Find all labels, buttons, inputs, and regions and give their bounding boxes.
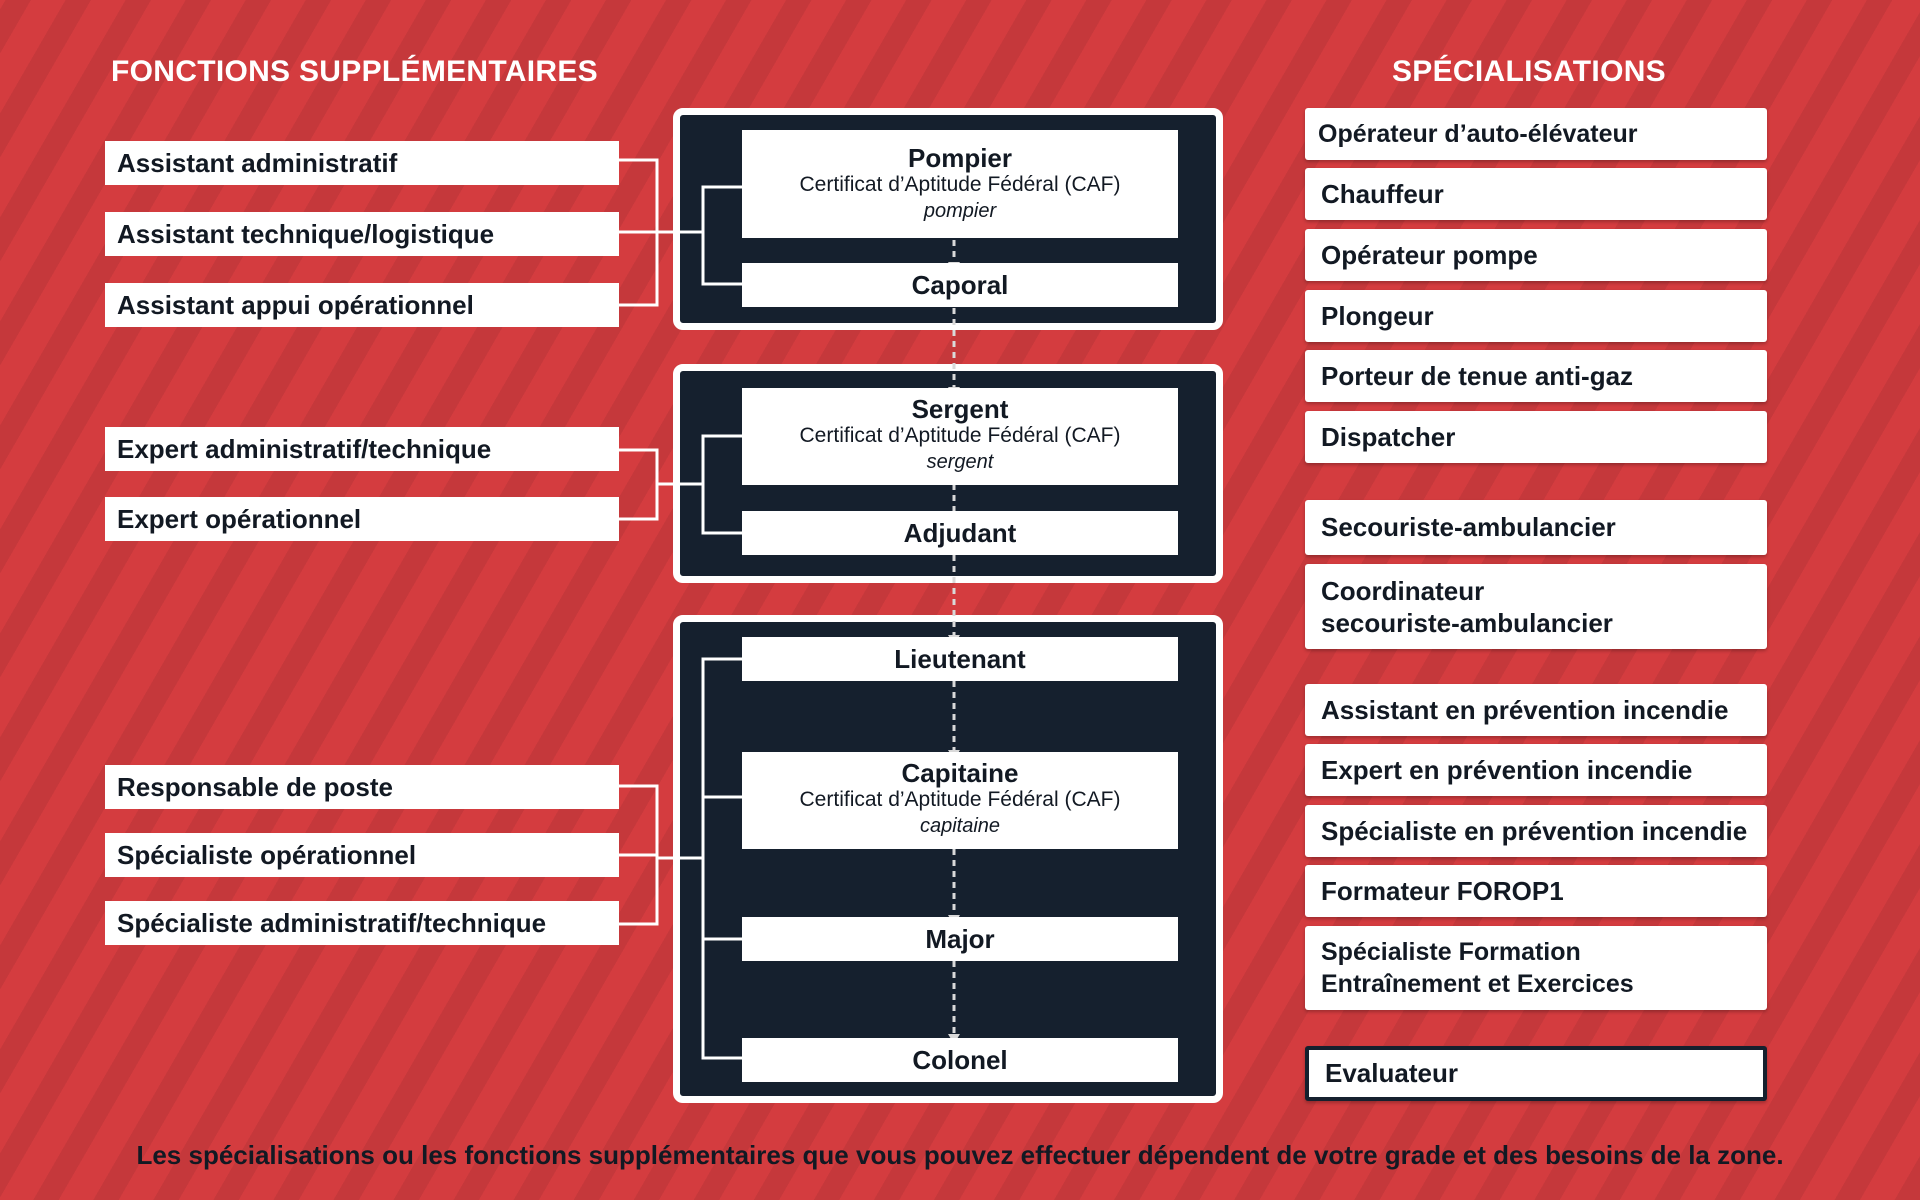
spec-coordinateur-secouriste-ambulancier: Coordinateur secouriste-ambulancier [1305,564,1767,649]
rank-pompier-title: Pompier [907,143,1013,173]
rank-capitaine-cert: Certificat d’Aptitude Fédéral (CAF) [799,788,1121,811]
spec-assistant-prevention-incendie: Assistant en prévention incendie [1305,684,1767,736]
rank-capitaine: Capitaine Certificat d’Aptitude Fédéral … [742,752,1178,849]
spec-operateur-pompe: Opérateur pompe [1305,229,1767,281]
spec-porteur-tenue-anti-gaz: Porteur de tenue anti-gaz [1305,350,1767,402]
spec-plongeur: Plongeur [1305,290,1767,342]
rank-sergent-cert: Certificat d’Aptitude Fédéral (CAF) [799,424,1121,447]
spec-secouriste-ambulancier: Secouriste-ambulancier [1305,500,1767,555]
function-assistant-administratif: Assistant administratif [105,141,619,185]
rank-capitaine-title: Capitaine [901,758,1019,788]
function-assistant-technique-logistique: Assistant technique/logistique [105,212,619,256]
spec-expert-prevention-incendie: Expert en prévention incendie [1305,744,1767,796]
rank-sergent-sub: sergent [926,451,994,473]
rank-pompier: Pompier Certificat d’Aptitude Fédéral (C… [742,130,1178,238]
rank-pompier-cert: Certificat d’Aptitude Fédéral (CAF) [799,173,1121,196]
function-expert-administratif-technique: Expert administratif/technique [105,427,619,471]
spec-specialiste-formation-entrainement-exercices: Spécialiste Formation Entraînement et Ex… [1305,926,1767,1010]
rank-adjudant: Adjudant [742,511,1178,555]
rank-major: Major [742,917,1178,961]
function-assistant-appui-operationnel: Assistant appui opérationnel [105,283,619,327]
rank-caporal: Caporal [742,263,1178,307]
rank-capitaine-sub: capitaine [919,815,1001,837]
rank-pompier-sub: pompier [923,200,997,222]
spec-formateur-forop1: Formateur FOROP1 [1305,865,1767,917]
spec-chauffeur: Chauffeur [1305,168,1767,220]
spec-specialiste-prevention-incendie: Spécialiste en prévention incendie [1305,805,1767,857]
rank-sergent: Sergent Certificat d’Aptitude Fédéral (C… [742,388,1178,485]
spec-operateur-auto-elevateur: Opérateur d’auto-élévateur [1305,108,1767,160]
rank-group-3 [673,615,1223,1103]
function-specialiste-administratif-technique: Spécialiste administratif/technique [105,901,619,945]
function-responsable-de-poste: Responsable de poste [105,765,619,809]
function-specialiste-operationnel: Spécialiste opérationnel [105,833,619,877]
rank-colonel: Colonel [742,1038,1178,1082]
functions-heading: FONCTIONS SUPPLÉMENTAIRES [111,55,598,88]
specializations-heading: SPÉCIALISATIONS [1392,55,1666,88]
footer-note: Les spécialisations ou les fonctions sup… [136,1140,1784,1170]
spec-dispatcher: Dispatcher [1305,411,1767,463]
function-expert-operationnel: Expert opérationnel [105,497,619,541]
rank-lieutenant: Lieutenant [742,637,1178,681]
spec-evaluateur: Evaluateur [1305,1046,1767,1101]
rank-sergent-title: Sergent [911,394,1009,424]
